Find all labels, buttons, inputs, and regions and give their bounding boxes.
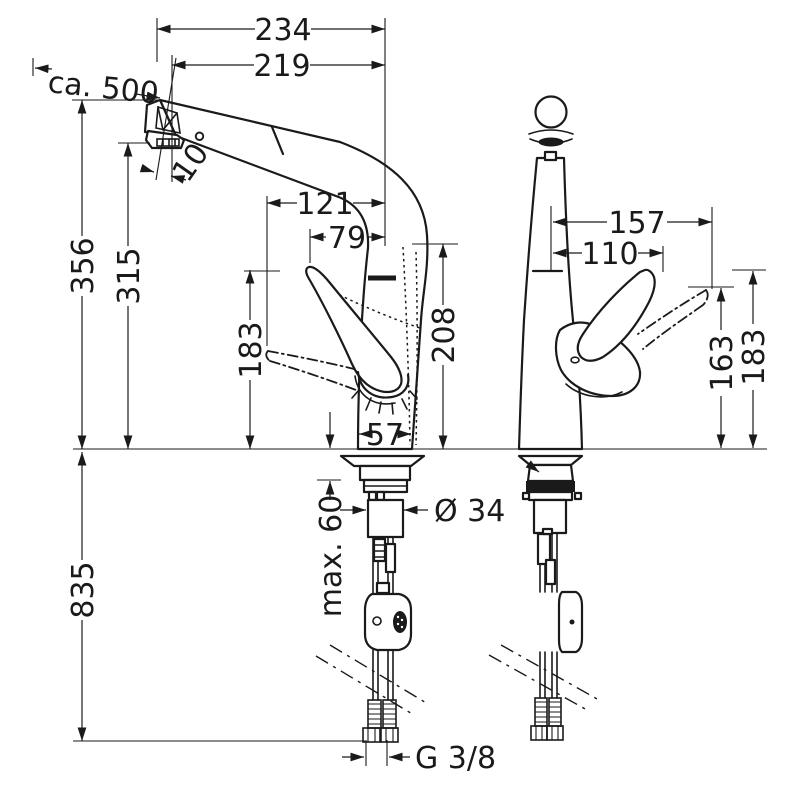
dim-width-overall-label: 234 (254, 13, 311, 48)
handle-dashed-position (265, 350, 357, 391)
handle-base-ticks (351, 389, 418, 415)
hose-weight (363, 592, 413, 652)
escutcheon-side (339, 454, 426, 468)
break-line-side-2 (315, 655, 415, 716)
dim-handle-reach-open-label: 121 (296, 187, 353, 222)
dim-handle-reach-closed: 79 (310, 221, 385, 256)
dim-hose-pullout: ca. 500 (34, 64, 160, 112)
dim-max-counter-thickness-label: max. 60 (314, 495, 349, 618)
dim-handle-reach-closed-label: 79 (328, 221, 366, 256)
dim-handle-top-height: 183 (234, 270, 269, 449)
dim-height-to-aerator-label: 315 (112, 247, 147, 304)
front-spout-head (528, 95, 574, 162)
front-view-faucet (488, 95, 709, 741)
dim-front-handle-height-open-label: 163 (705, 334, 740, 391)
dim-front-handle-height-open: 163 (705, 288, 740, 448)
dim-width-overall: 234 (157, 13, 385, 48)
dim-connection-thread: G 3/8 (342, 741, 496, 776)
front-handle-solid-position (570, 268, 656, 364)
break-line-side-1 (329, 644, 429, 705)
dim-pullout-section-height-label: 208 (427, 306, 462, 363)
escutcheon-detail-arrow (525, 460, 540, 473)
hoses-side (372, 536, 394, 701)
front-undercounter-assembly (488, 454, 600, 741)
dim-handle-reach-open: 121 (267, 187, 385, 222)
dim-connection-thread-label: G 3/8 (415, 741, 496, 776)
dim-width-spout-label: 219 (253, 49, 310, 84)
spout-head (143, 98, 186, 150)
mounting-shank-front (532, 498, 568, 535)
dim-front-handle-height-closed-label: 183 (737, 328, 772, 385)
braided-hose-ends-side (362, 699, 399, 743)
dim-front-handle-reach-open-label: 157 (608, 206, 665, 241)
handle-solid-position (305, 265, 410, 405)
front-body-outline (517, 156, 584, 451)
dim-width-spout: 219 (172, 49, 385, 84)
dim-front-handle-reach-open: 157 (553, 206, 712, 241)
break-line-front-2 (488, 654, 588, 711)
aerator (538, 137, 564, 147)
dim-height-overall: 356 (66, 100, 101, 449)
dim-front-handle-reach-closed-label: 110 (581, 237, 638, 272)
side-view-faucet (143, 98, 429, 743)
dim-hose-pullout-label: ca. 500 (46, 65, 160, 111)
seal-band (526, 481, 575, 492)
dim-height-to-aerator: 315 (112, 143, 147, 449)
dim-shank-diameter-label: Ø 34 (434, 494, 505, 529)
dim-front-handle-height-closed: 183 (737, 271, 772, 448)
dim-pullout-section-height: 208 (427, 244, 462, 449)
front-handle-dashed-position (637, 289, 709, 350)
dim-handle-top-height-label: 183 (234, 321, 269, 378)
spout-joint-line (270, 125, 285, 156)
mounting-shank (366, 498, 405, 539)
break-line-front-1 (500, 644, 600, 701)
dim-height-overall-label: 356 (66, 237, 101, 294)
dim-base-width-label: 57 (366, 418, 404, 453)
pullout-hidden-line-2 (415, 251, 418, 446)
braided-hose-ends-front (530, 697, 564, 741)
dim-hose-length-below-label: 835 (66, 561, 101, 618)
side-undercounter-assembly (315, 454, 429, 743)
dim-hose-length-below: 835 (66, 452, 101, 741)
dim-front-handle-reach-closed: 110 (553, 237, 663, 272)
dim-shank-diameter: Ø 34 (340, 494, 505, 529)
dim-base-width: 57 (359, 418, 411, 453)
dim-max-counter-thickness: max. 60 (314, 412, 349, 617)
